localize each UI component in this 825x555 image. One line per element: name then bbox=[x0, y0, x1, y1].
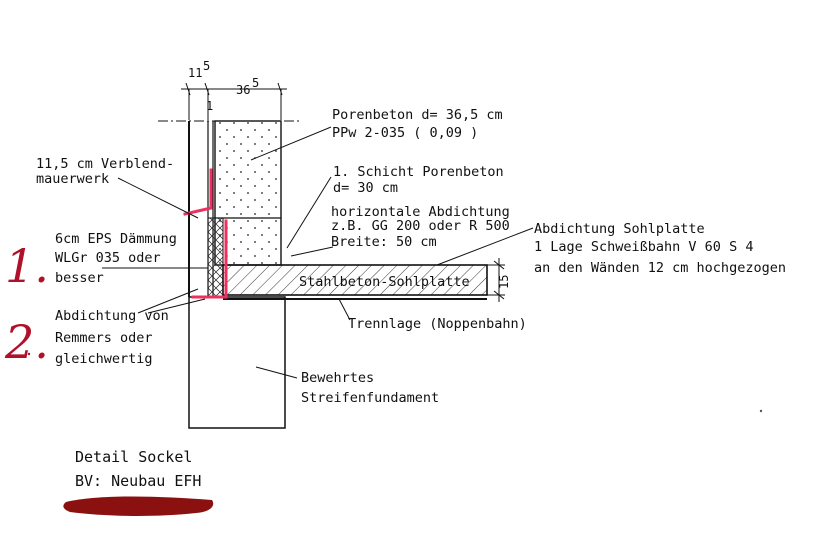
label-schicht-2: d= 30 cm bbox=[333, 180, 398, 196]
speck bbox=[759, 409, 763, 413]
dim-main-sup: 5 bbox=[252, 76, 259, 90]
label-verblend-1: 11,5 cm Verblend- bbox=[36, 156, 174, 172]
speck bbox=[27, 352, 31, 356]
dim-veneer-sup: 5 bbox=[203, 59, 210, 73]
label-sohl-1: Abdichtung Sohlplatte bbox=[534, 221, 705, 237]
label-slab: Stahlbeton-Sohlplatte bbox=[299, 274, 470, 290]
label-verblend-2: mauerwerk bbox=[36, 171, 109, 187]
label-eps-1: 6cm EPS Dämmung bbox=[55, 231, 177, 247]
marker-lower bbox=[191, 219, 228, 299]
slab-dimension: 15 bbox=[487, 258, 511, 302]
dim-slab: 15 bbox=[497, 275, 511, 289]
label-eps-2: WLGr 035 oder bbox=[55, 250, 161, 266]
title-line-2: BV: Neubau EFH bbox=[75, 472, 201, 490]
label-horizontal-3: Breite: 50 cm bbox=[331, 234, 437, 250]
label-sohl-3: an den Wänden 12 cm hochgezogen bbox=[534, 260, 786, 276]
eps-insulation bbox=[207, 217, 224, 299]
handwritten-two: 2. bbox=[4, 315, 49, 369]
label-porenbeton-2: PPw 2-035 ( 0,09 ) bbox=[332, 125, 478, 141]
strip-foundation bbox=[188, 296, 286, 429]
top-dimension: 11 5 36 5 1 bbox=[181, 59, 287, 120]
label-eps-3: besser bbox=[55, 270, 104, 286]
label-horizontal-2: z.B. GG 200 oder R 500 bbox=[331, 218, 510, 234]
label-abdichtung-3: gleichwertig bbox=[55, 351, 153, 367]
dim-gap: 1 bbox=[206, 99, 213, 113]
redaction-scribble bbox=[63, 496, 214, 516]
handwritten-one: 1. bbox=[5, 239, 49, 293]
label-abdichtung-2: Remmers oder bbox=[55, 330, 153, 346]
label-fundament-2: Streifenfundament bbox=[301, 390, 439, 406]
label-porenbeton-1: Porenbeton d= 36,5 cm bbox=[332, 107, 503, 123]
leader-lines bbox=[102, 126, 534, 379]
marker-upper bbox=[183, 168, 213, 216]
dim-veneer: 11 bbox=[188, 66, 202, 80]
title-line-1: Detail Sockel bbox=[75, 448, 192, 466]
label-schicht-1: 1. Schicht Porenbeton bbox=[333, 164, 504, 180]
label-trennlage: Trennlage (Noppenbahn) bbox=[348, 316, 527, 332]
label-abdichtung-1: Abdichtung von bbox=[55, 308, 169, 324]
label-fundament-1: Bewehrtes bbox=[301, 370, 374, 386]
label-sohl-2: 1 Lage Schweißbahn V 60 S 4 bbox=[534, 239, 753, 255]
floor-slab bbox=[222, 264, 488, 296]
label-horizontal-1: horizontale Abdichtung bbox=[331, 204, 510, 220]
dim-main: 36 bbox=[236, 83, 250, 97]
